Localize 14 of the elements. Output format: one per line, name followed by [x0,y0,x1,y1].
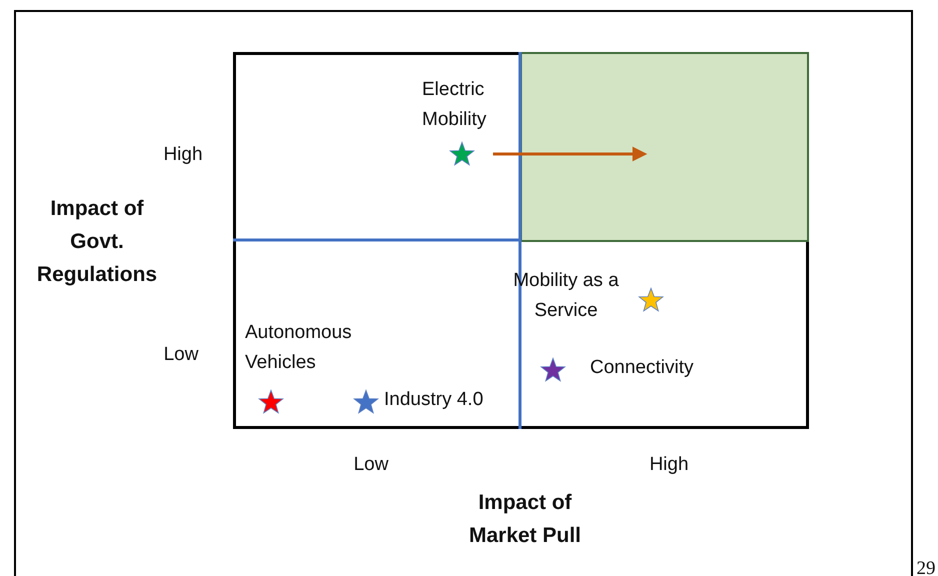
item-label: Autonomous Vehicles [245,321,353,375]
axis-level-label: High [648,453,690,477]
axis-title: Impact of Govt. Regulations [36,196,158,288]
axis-level-label: Low [352,453,390,477]
axis-title: Impact of Market Pull [468,490,582,549]
arrow [493,146,648,162]
axis-level-label: Low [162,343,200,367]
item-label: Connectivity [590,356,694,380]
axis-level-label: High [162,143,204,167]
page-number: 29 [916,557,936,576]
item-label: Electric Mobility [422,78,488,132]
matrix-box [233,52,809,429]
highlighted-quadrant [520,52,809,242]
item-label: Industry 4.0 [384,388,484,412]
